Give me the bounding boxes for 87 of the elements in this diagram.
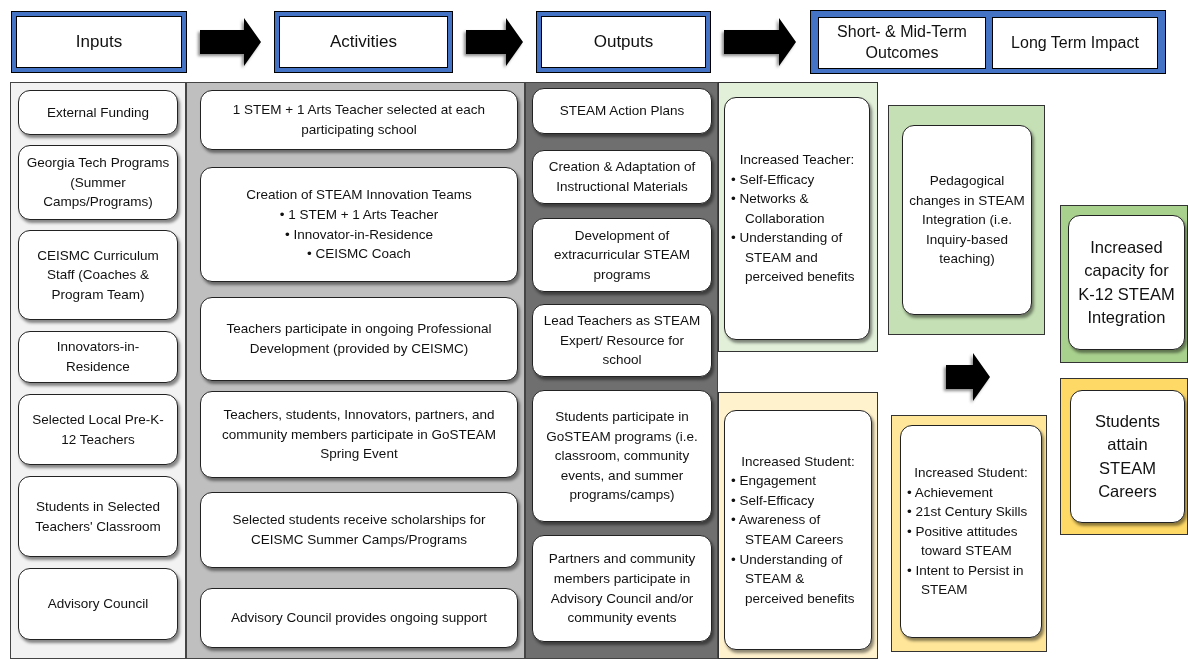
column-header	[12, 12, 186, 72]
column-panel	[525, 82, 718, 659]
box-text: Increased Student:	[914, 464, 1028, 483]
process-box	[200, 90, 518, 150]
box-text: Students in Selected Teachers' Classroom	[34, 497, 162, 536]
outcome-panel	[891, 415, 1047, 652]
bullet-item: • 21st Century Skills	[907, 503, 1029, 522]
column-panel	[186, 82, 525, 659]
process-box	[724, 410, 872, 650]
process-box	[18, 145, 178, 220]
process-box	[18, 90, 178, 135]
block-arrow	[200, 18, 261, 66]
box-text: Teachers, students, Innovators, partners, and community members participate in GoSTEAM Spring Event	[221, 406, 497, 464]
bullet-item: • 1 STEM + 1 Arts Teacher	[279, 205, 439, 224]
bullet-item: • Understanding of STEAM and perceived benefits	[731, 229, 856, 287]
header-group-box	[810, 10, 1166, 74]
box-text: Creation & Adaptation of Instructional Materials	[547, 158, 697, 196]
process-box	[532, 390, 712, 522]
process-box	[18, 230, 178, 320]
process-box	[200, 588, 518, 648]
process-box	[532, 88, 712, 134]
box-text: Increased Student:	[741, 452, 855, 471]
box-text: STEAM Action Plans	[559, 102, 685, 121]
bullet-item: • Innovator-in-Residence	[284, 225, 434, 244]
box-text: Lead Teachers as STEAM Expert/ Resource for school	[542, 312, 702, 370]
box-text: Creation of STEAM Innovation Teams	[246, 186, 472, 205]
column-header	[537, 12, 710, 72]
box-text: Students participate in GoSTEAM programs (i.e. classroom, community events, and summer programs/camps)	[545, 408, 699, 505]
box-text: Increased capacity for K-12 STEAM Integration	[1077, 237, 1176, 328]
bullet-item: • Networks & Collaboration	[731, 190, 826, 228]
impact-box	[1068, 215, 1185, 350]
box-text: Pedagogical changes in STEAM Integration (i.e. Inquiry-based teaching)	[909, 172, 1025, 269]
box-text: CEISMC Curriculum Staff (Coaches & Program Team)	[36, 246, 160, 304]
block-arrow	[466, 18, 523, 66]
outcome-panel	[718, 82, 878, 352]
box-text: Inputs	[75, 32, 123, 52]
process-box	[18, 394, 178, 465]
process-box	[902, 125, 1032, 315]
process-box	[900, 425, 1042, 638]
process-box	[200, 492, 518, 568]
box-text: Selected students receive scholarships for CEISMC Summer Camps/Programs	[231, 511, 487, 549]
column-header	[992, 17, 1158, 69]
outcome-panel	[1060, 205, 1188, 363]
process-box	[532, 304, 712, 377]
box-text: Development of extracurricular STEAM programs	[553, 226, 691, 284]
box-text: Long Term Impact	[1011, 32, 1139, 53]
bullet-item: • Self-Efficacy	[731, 170, 816, 189]
box-text: Selected Local Pre-K-12 Teachers	[31, 410, 165, 449]
column-header	[275, 12, 452, 72]
block-arrow	[724, 18, 796, 66]
bullet-item: • Achievement	[907, 483, 994, 502]
box-text: Outputs	[593, 32, 654, 52]
bullet-item: • Self-Efficacy	[731, 491, 816, 510]
process-box	[18, 476, 178, 557]
box-text: 1 STEM + 1 Arts Teacher selected at each participating school	[231, 101, 487, 139]
box-text: Georgia Tech Programs (Summer Camps/Programs)	[25, 154, 171, 212]
box-text: Students attain STEAM Careers	[1093, 411, 1162, 502]
process-box	[18, 331, 178, 383]
box-text: Short- & Mid-Term Outcomes	[836, 22, 968, 63]
box-text: Advisory Council provides ongoing support	[231, 609, 487, 628]
box-text: Activities	[329, 32, 398, 52]
process-box	[200, 297, 518, 381]
outcome-panel	[1060, 378, 1188, 535]
process-box	[18, 568, 178, 640]
process-box	[200, 391, 518, 478]
box-text: Increased Teacher:	[739, 151, 855, 170]
bullet-item: • Awareness of STEAM Careers	[731, 511, 845, 549]
box-text: Innovators-in-Residence	[55, 338, 141, 376]
process-box	[200, 167, 518, 282]
bullet-item: • CEISMC Coach	[307, 245, 411, 264]
process-box	[532, 218, 712, 292]
column-panel	[10, 82, 186, 659]
process-box	[532, 150, 712, 204]
column-header	[818, 17, 986, 69]
box-text: Teachers participate in ongoing Professional Development (provided by CEISMC)	[225, 320, 493, 358]
bullet-item: • Understanding of STEAM & perceived benefits	[731, 550, 856, 608]
bullet-item: • Positive attitudes toward STEAM	[907, 522, 1019, 561]
outcome-panel	[718, 392, 878, 659]
outcome-panel	[888, 105, 1045, 335]
impact-box	[1070, 390, 1185, 523]
box-text: External Funding	[46, 103, 150, 122]
box-text: Partners and community members participate in Advisory Council and/or community events	[547, 550, 697, 628]
bullet-item: • Engagement	[731, 472, 818, 491]
bullet-item: • Intent to Persist in STEAM	[907, 561, 1025, 600]
process-box	[532, 535, 712, 642]
process-box	[724, 97, 870, 340]
box-text: Advisory Council	[47, 595, 149, 614]
